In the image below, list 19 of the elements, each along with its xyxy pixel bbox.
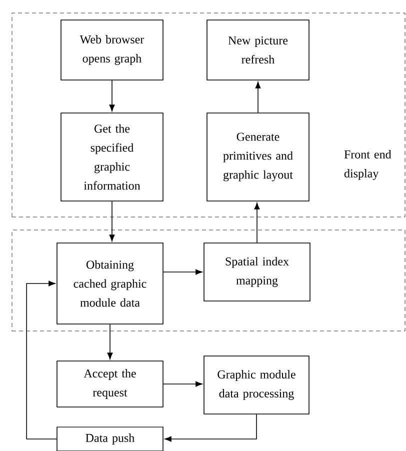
arrow xyxy=(255,82,261,113)
process-box: Spatial index mapping xyxy=(204,242,310,302)
arrow xyxy=(164,414,257,442)
process-box: New picture refresh xyxy=(206,20,310,80)
dashed-region xyxy=(12,230,406,332)
arrow xyxy=(163,269,202,275)
process-box: Obtaining cached graphic module data xyxy=(56,242,164,324)
arrow xyxy=(107,324,113,360)
arrow xyxy=(109,201,115,242)
arrow xyxy=(109,80,115,112)
process-box: Graphic module data processing xyxy=(204,356,310,414)
arrow xyxy=(163,381,202,387)
process-box: Data push xyxy=(56,426,164,451)
process-box: Generate primitives and graphic layout xyxy=(206,112,310,202)
process-box: Web browser opens graph xyxy=(60,20,164,80)
arrow xyxy=(26,280,57,440)
process-box: Accept the request xyxy=(56,360,164,408)
process-box: Get the specified graphic information xyxy=(60,112,164,202)
arrow xyxy=(254,202,260,243)
